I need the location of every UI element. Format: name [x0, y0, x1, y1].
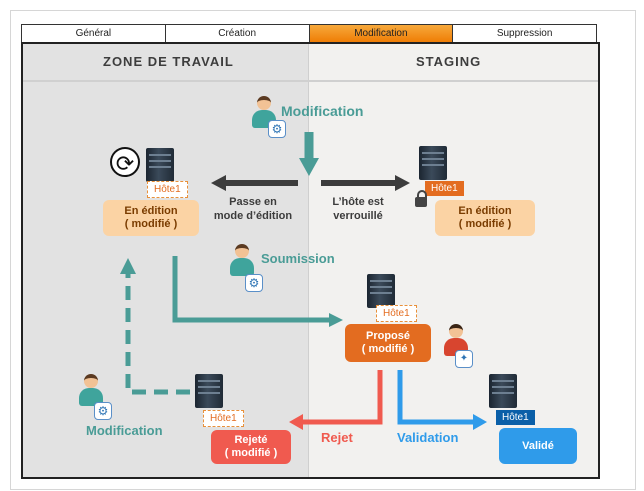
- label-host-locked-line1: L’hôte est: [332, 196, 384, 208]
- arrow-modification-return: [125, 272, 190, 395]
- arrow-reject: [301, 370, 383, 425]
- zone-staging-title: STAGING: [416, 54, 482, 69]
- label-host-locked: L’hôte est verrouillé: [319, 195, 397, 223]
- header-rule: [23, 80, 598, 82]
- zone-divider: [308, 44, 309, 477]
- state-work-editing-title: En édition: [124, 205, 178, 217]
- label-edit-mode: Passe en mode d’édition: [206, 195, 300, 223]
- host-tag-staging: Hôte1: [425, 181, 464, 196]
- host-tag-validated: Hôte1: [496, 410, 535, 425]
- gear-icon: ⚙: [94, 402, 112, 420]
- label-reject: Rejet: [321, 430, 353, 445]
- user-avatar-modification-bottom: [78, 374, 104, 406]
- server-icon-staging: [419, 146, 447, 180]
- label-submission: Soumission: [261, 251, 335, 266]
- state-staging-editing-title: En édition: [458, 205, 512, 217]
- arrow-submission: [172, 256, 331, 323]
- tab-suppression[interactable]: Suppression: [452, 24, 597, 42]
- state-proposed-sub: ( modifié ): [361, 343, 415, 355]
- server-icon-work: [146, 148, 174, 182]
- state-validated-title: Validé: [522, 439, 554, 452]
- label-edit-mode-line2: mode d’édition: [213, 210, 293, 222]
- user-avatar-submission: [229, 244, 255, 276]
- state-work-editing: En édition ( modifié ): [103, 200, 199, 236]
- flow-arrows: [120, 132, 487, 430]
- arrow-validate: [397, 370, 475, 425]
- label-host-locked-line2: verrouillé: [333, 210, 383, 222]
- state-staging-editing: En édition ( modifié ): [435, 200, 535, 236]
- server-icon-proposed: [367, 274, 395, 308]
- gear-icon: ⚙: [268, 120, 286, 138]
- tab-creation[interactable]: Création: [164, 24, 310, 42]
- zone-work-title: ZONE DE TRAVAIL: [103, 54, 234, 69]
- label-edit-mode-line1: Passe en: [229, 196, 277, 208]
- label-modification-top: Modification: [281, 103, 364, 119]
- label-validate: Validation: [397, 430, 459, 445]
- zone-staging: [308, 44, 598, 477]
- state-work-editing-sub: ( modifié ): [124, 218, 178, 230]
- state-rejected-title: Rejeté: [234, 434, 268, 446]
- lock-icon: [415, 190, 427, 207]
- wand-icon: ✦: [455, 350, 473, 368]
- tab-bar: Général Création Modification Suppressio…: [21, 24, 597, 42]
- host-tag-proposed: Hôte1: [376, 305, 417, 322]
- state-validated: Validé: [499, 428, 577, 464]
- sync-icon: ⟳: [110, 147, 140, 177]
- workflow-diagram: ZONE DE TRAVAIL STAGING ⚙ Modifica: [21, 42, 600, 479]
- state-proposed: Proposé ( modifié ): [345, 324, 431, 362]
- tab-modification[interactable]: Modification: [308, 24, 454, 42]
- label-modification-bottom: Modification: [86, 423, 163, 438]
- gear-icon: ⚙: [245, 274, 263, 292]
- host-tag-work: Hôte1: [147, 181, 188, 198]
- tab-general[interactable]: Général: [21, 24, 166, 42]
- state-rejected: Rejeté ( modifié ): [211, 430, 291, 464]
- server-icon-rejected: [195, 374, 223, 408]
- server-icon-validated: [489, 374, 517, 408]
- state-proposed-title: Proposé: [365, 330, 410, 342]
- host-tag-rejected: Hôte1: [203, 410, 244, 427]
- state-rejected-sub: ( modifié ): [224, 447, 278, 459]
- state-staging-editing-sub: ( modifié ): [458, 218, 512, 230]
